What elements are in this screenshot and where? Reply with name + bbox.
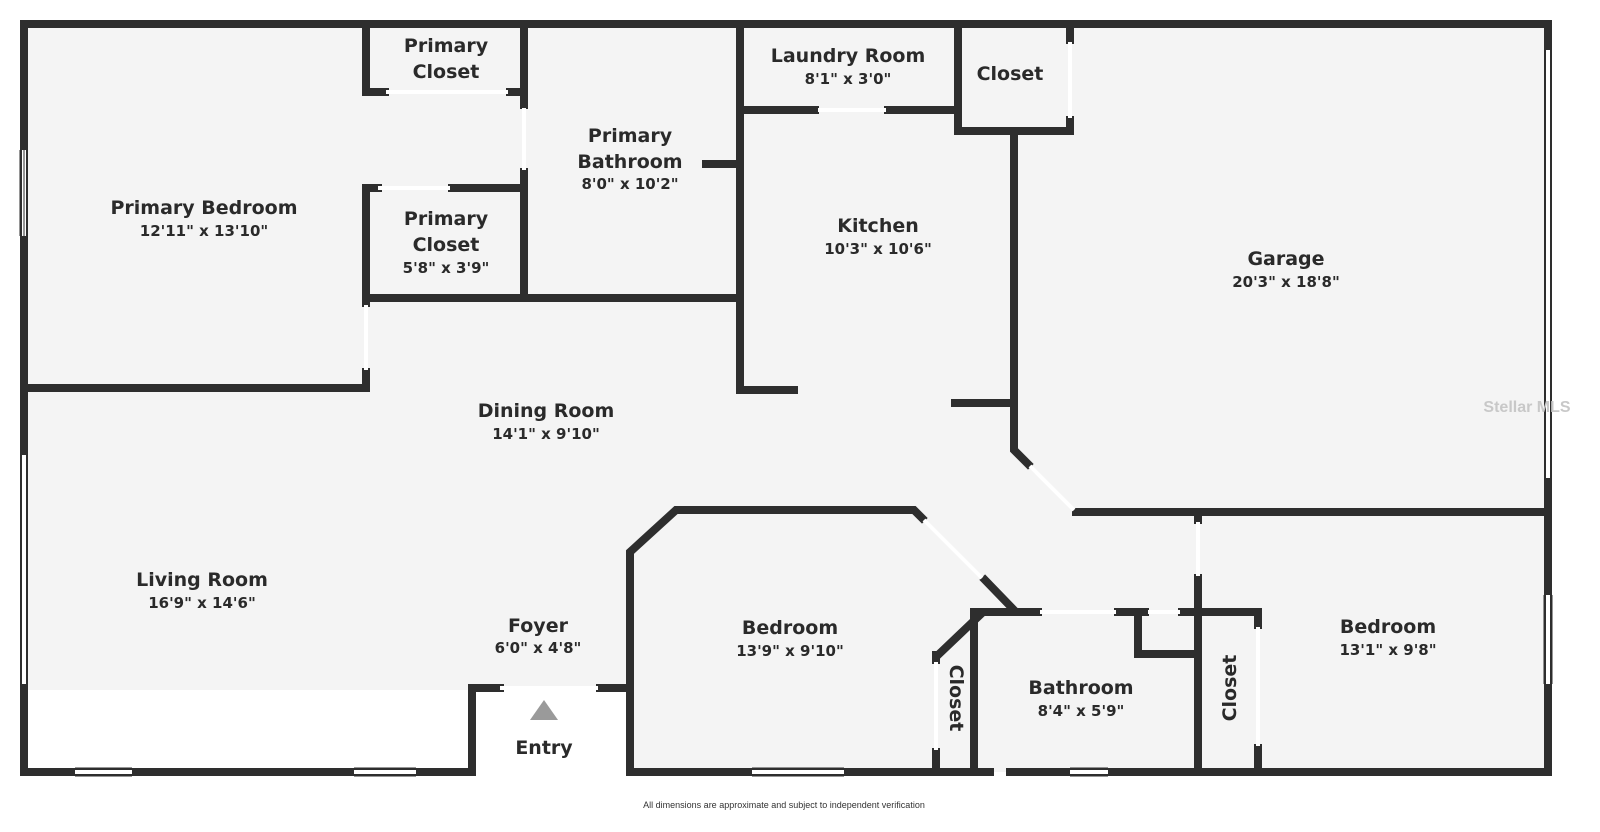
room-dimensions: 12'11" x 13'10" — [140, 222, 268, 240]
room-name: Primary — [404, 35, 489, 57]
room-dimensions: 16'9" x 14'6" — [148, 594, 256, 612]
room-closet-bedroom-right: Closet — [1219, 655, 1241, 722]
entry-arrow-icon — [530, 700, 558, 720]
room-name: Bedroom — [742, 617, 838, 639]
room-primary-bathroom: Primary Bathroom 8'0" x 10'2" — [577, 125, 682, 193]
room-entry: Entry — [515, 737, 573, 759]
room-foyer: Foyer 6'0" x 4'8" — [495, 615, 582, 657]
room-dining-room: Dining Room 14'1" x 9'10" — [478, 400, 615, 443]
openings — [22, 42, 1550, 774]
room-dimensions: 8'4" x 5'9" — [1038, 702, 1125, 720]
room-dimensions: 13'9" x 9'10" — [736, 642, 844, 660]
room-kitchen: Kitchen 10'3" x 10'6" — [824, 215, 932, 258]
room-name: Primary — [588, 125, 673, 147]
room-closet-top: Closet — [977, 63, 1044, 85]
room-primary-closet-top: Primary Closet — [404, 35, 489, 83]
room-dimensions: 13'1" x 9'8" — [1339, 641, 1436, 659]
room-dimensions: 8'0" x 10'2" — [581, 175, 678, 193]
room-garage: Garage 20'3" x 18'8" — [1232, 248, 1340, 291]
footnote: All dimensions are approximate and subje… — [643, 800, 925, 810]
room-name: Closet — [413, 61, 480, 83]
room-name: Closet — [945, 665, 967, 732]
room-primary-closet-lower: Primary Closet 5'8" x 3'9" — [403, 208, 490, 277]
room-name: Closet — [1219, 655, 1241, 722]
room-name: Garage — [1247, 248, 1324, 270]
room-dimensions: 14'1" x 9'10" — [492, 425, 600, 443]
room-name: Primary Bedroom — [110, 197, 297, 219]
room-dimensions: 6'0" x 4'8" — [495, 639, 582, 657]
room-name: Entry — [515, 737, 573, 759]
room-name: Foyer — [508, 615, 569, 637]
floor-area — [24, 24, 1548, 772]
room-primary-bedroom: Primary Bedroom 12'11" x 13'10" — [110, 197, 297, 240]
room-laundry-room: Laundry Room 8'1" x 3'0" — [771, 45, 926, 88]
watermark: Stellar MLS — [1483, 399, 1570, 416]
room-dimensions: 20'3" x 18'8" — [1232, 273, 1340, 291]
room-dimensions: 5'8" x 3'9" — [403, 259, 490, 277]
room-name: Bathroom — [577, 151, 682, 173]
room-name: Dining Room — [478, 400, 615, 422]
room-bedroom-center: Bedroom 13'9" x 9'10" — [736, 617, 844, 660]
foyer-floor — [472, 640, 628, 690]
room-name: Living Room — [136, 569, 268, 591]
room-name: Kitchen — [837, 215, 919, 237]
room-name: Closet — [977, 63, 1044, 85]
opening-frames — [19, 150, 1553, 777]
room-name: Primary — [404, 208, 489, 230]
room-name: Bathroom — [1028, 677, 1133, 699]
room-closet-bedroom-center: Closet — [945, 665, 967, 732]
room-dimensions: 8'1" x 3'0" — [805, 70, 892, 88]
entry-area — [472, 690, 628, 772]
room-name: Bedroom — [1340, 616, 1436, 638]
room-dimensions: 10'3" x 10'6" — [824, 240, 932, 258]
room-bathroom: Bathroom 8'4" x 5'9" — [1028, 677, 1133, 720]
room-bedroom-right: Bedroom 13'1" x 9'8" — [1339, 616, 1436, 659]
room-living-room: Living Room 16'9" x 14'6" — [136, 569, 268, 612]
room-name: Laundry Room — [771, 45, 926, 67]
room-name: Closet — [413, 234, 480, 256]
